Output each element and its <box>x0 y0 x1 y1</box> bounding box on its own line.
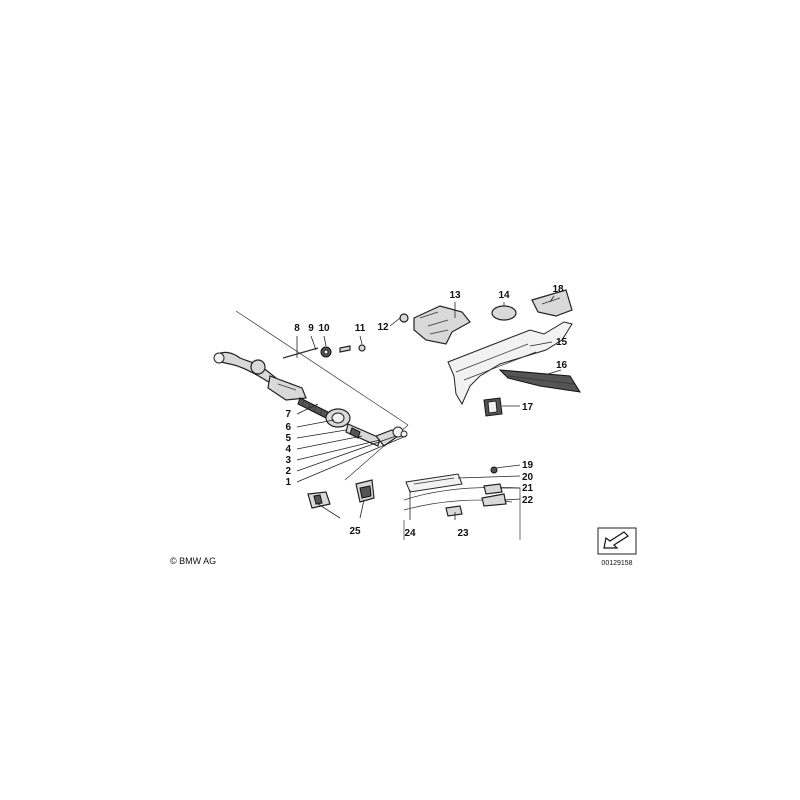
rubber-mounts <box>307 479 375 509</box>
reference-box: 00129158 <box>597 527 637 567</box>
callout-6: 6 <box>285 422 291 433</box>
callout-22: 22 <box>522 495 534 506</box>
rubber-cap <box>491 305 517 321</box>
callout-2: 2 <box>285 466 291 477</box>
callout-3: 3 <box>285 455 291 466</box>
callout-14: 14 <box>498 290 510 301</box>
reinforcement-strip <box>498 369 581 393</box>
callout-17: 17 <box>522 402 534 413</box>
callout-16: 16 <box>556 360 568 371</box>
callout-13: 13 <box>449 290 461 301</box>
stabilizer-bar <box>213 351 307 401</box>
callout-25: 25 <box>349 526 361 537</box>
leader-lines <box>296 295 562 520</box>
arrow-icon <box>603 531 629 549</box>
callout-8: 8 <box>294 323 300 334</box>
callout-12: 12 <box>377 322 389 333</box>
callout-labels: 1 2 3 4 5 6 7 8 9 10 11 12 13 14 15 16 1… <box>285 284 567 539</box>
bushing <box>483 397 503 417</box>
callout-15: 15 <box>556 337 568 348</box>
callout-21: 21 <box>522 483 534 494</box>
link-rod-parts <box>282 344 366 359</box>
rail-piece <box>405 473 463 493</box>
callout-1: 1 <box>285 477 291 488</box>
callout-4: 4 <box>285 444 291 455</box>
reference-line <box>235 310 409 426</box>
reference-number: 00129158 <box>601 560 632 567</box>
support-plate <box>531 289 573 317</box>
callout-24: 24 <box>404 528 416 539</box>
callout-9: 9 <box>308 323 314 334</box>
copyright-text: © BMW AG <box>170 556 216 566</box>
callout-18: 18 <box>552 284 564 295</box>
crossmember <box>447 289 581 406</box>
mounting-bracket <box>267 375 307 401</box>
callout-23: 23 <box>457 528 469 539</box>
callout-19: 19 <box>522 460 534 471</box>
tie-rod-assembly <box>297 397 408 447</box>
callout-5: 5 <box>285 433 291 444</box>
callout-10: 10 <box>318 323 330 334</box>
callout-20: 20 <box>522 472 534 483</box>
bracket-assembly <box>399 305 517 345</box>
lower-assembly <box>403 466 521 540</box>
callout-11: 11 <box>355 323 366 334</box>
callout-7: 7 <box>285 409 291 420</box>
